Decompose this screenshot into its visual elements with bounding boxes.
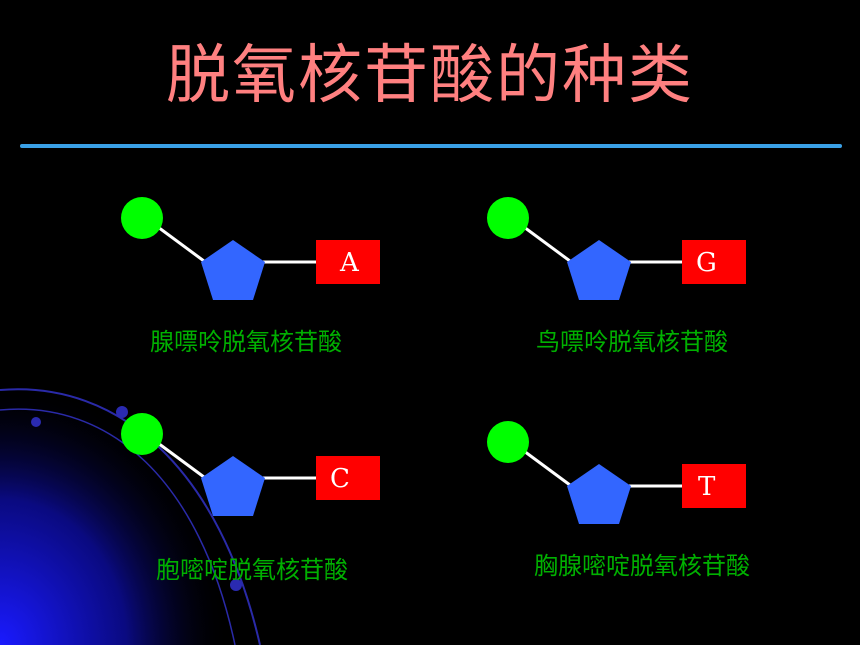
nucleotide-label-cytosine: 胞嘧啶脱氧核苷酸 — [156, 556, 348, 584]
phosphate-group — [487, 197, 529, 239]
base-letter: C — [330, 464, 350, 494]
base-letter: T — [698, 472, 716, 502]
nitrogenous-base — [316, 240, 380, 284]
nucleotide-thymine: T — [484, 418, 784, 538]
deoxyribose-sugar — [567, 240, 631, 300]
nucleotide-label-guanine: 鸟嘌呤脱氧核苷酸 — [536, 328, 728, 356]
base-letter: A — [339, 248, 360, 278]
nucleotide-label-adenine: 腺嘌呤脱氧核苷酸 — [150, 328, 342, 356]
phosphate-group — [121, 413, 163, 455]
nucleotide-diagram: A — [121, 197, 380, 300]
nucleotide-diagram: G — [487, 197, 746, 300]
base-letter: G — [696, 248, 717, 278]
nucleotide-cytosine: C — [118, 410, 418, 530]
nucleotide-diagram: C — [121, 413, 380, 516]
title-divider — [20, 144, 842, 148]
nitrogenous-base — [682, 464, 746, 508]
nucleotide-label-thymine: 胸腺嘧啶脱氧核苷酸 — [534, 552, 750, 580]
phosphate-group — [487, 421, 529, 463]
nitrogenous-base — [316, 456, 380, 500]
nucleotide-diagram: T — [487, 421, 746, 524]
nitrogenous-base — [682, 240, 746, 284]
deoxyribose-sugar — [567, 464, 631, 524]
slide-title: 脱氧核苷酸的种类 — [166, 39, 694, 113]
phosphate-group — [121, 197, 163, 239]
nucleotide-adenine: A — [118, 194, 418, 314]
deoxyribose-sugar — [201, 240, 265, 300]
deoxyribose-sugar — [201, 456, 265, 516]
nucleotide-guanine: G — [484, 194, 784, 314]
